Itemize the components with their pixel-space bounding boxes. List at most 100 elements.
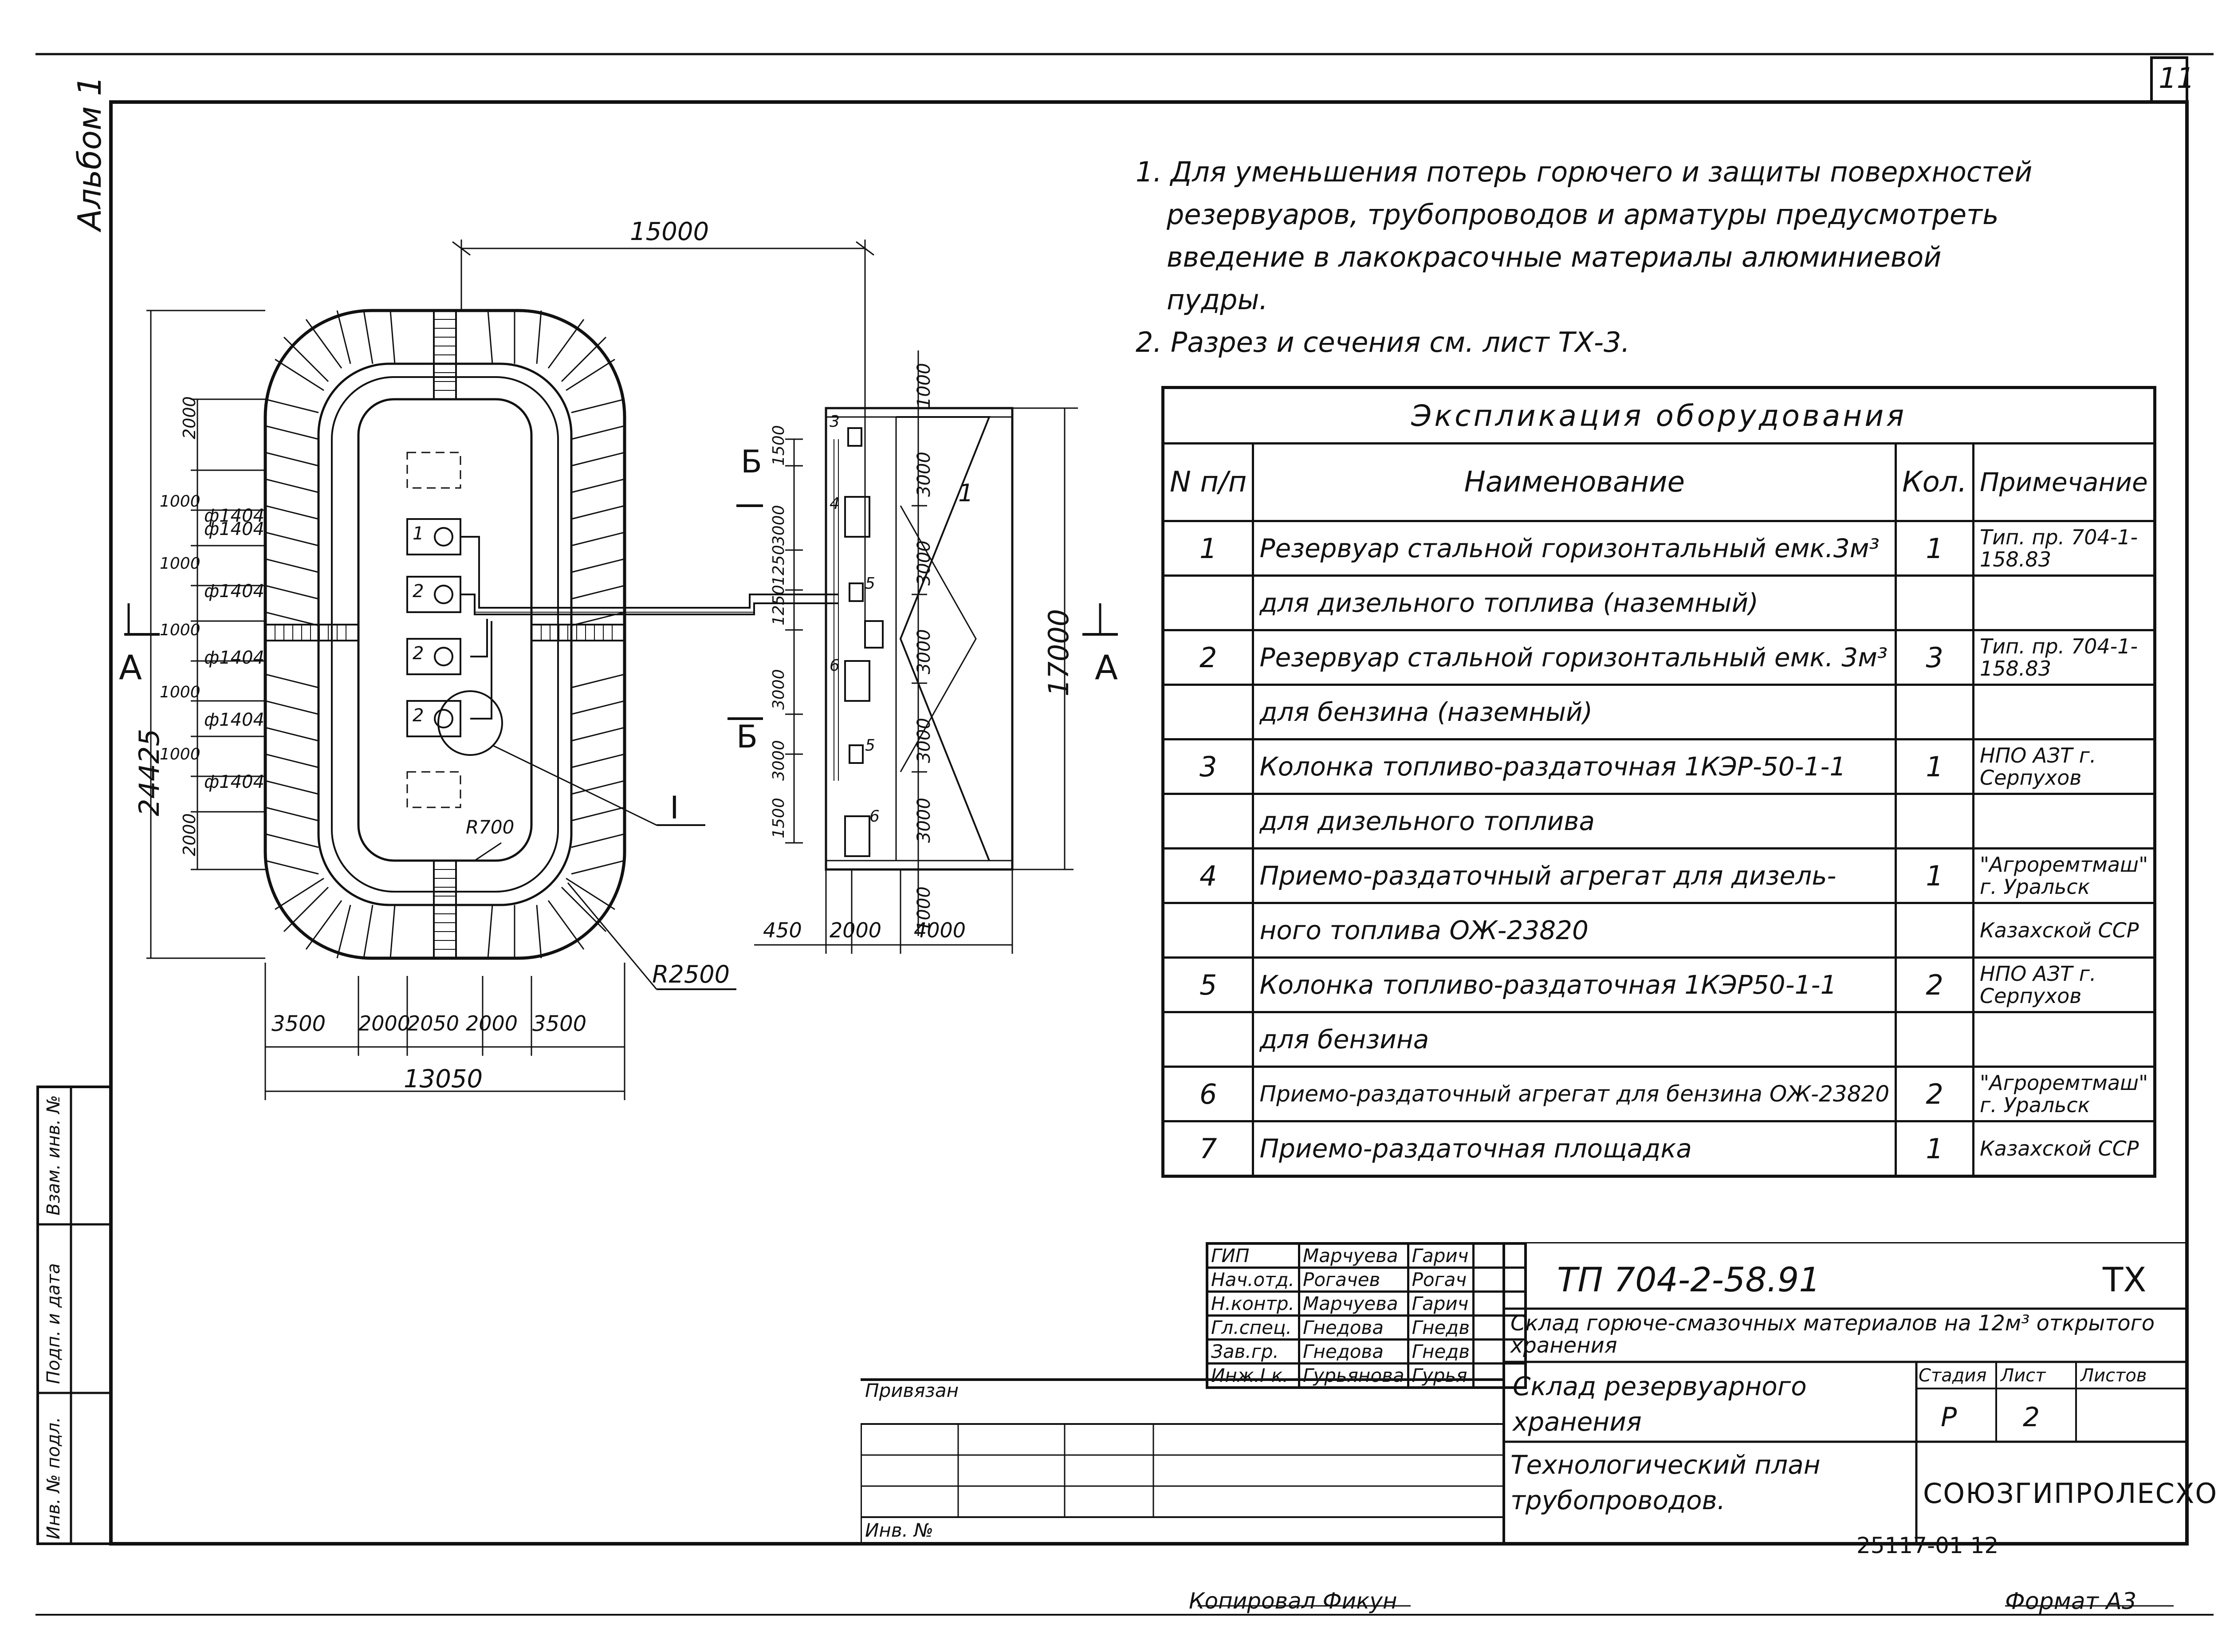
dim-2050: 2050 xyxy=(407,1011,460,1035)
signer-signature: Гарич xyxy=(1407,1290,1475,1317)
general-notes: 1. Для уменьшения потерь горючего и защи… xyxy=(1136,151,2178,364)
left-dim: 1000 xyxy=(160,492,201,511)
row-note: НПО АЗТ г. Серпухов xyxy=(1972,956,2156,1013)
section-a-right: А xyxy=(1095,648,1118,687)
row-qty: 3 xyxy=(1895,629,1974,686)
row-note: НПО АЗТ г. Серпухов xyxy=(1972,738,2156,795)
left-dim-platform: 3000 xyxy=(770,740,788,781)
left-dim-platform: 3000 xyxy=(770,669,788,710)
signer-name: Гнедова xyxy=(1298,1338,1409,1365)
copied-label: Копировал Фикун xyxy=(1189,1588,1397,1614)
side-stamp-label: Инв. № подл. xyxy=(43,1417,64,1539)
sheets-header: Листов xyxy=(2080,1365,2147,1386)
signer-role: Гл.спец. xyxy=(1206,1314,1300,1341)
left-dim-platform: 3000 xyxy=(770,505,788,546)
note-line: пудры. xyxy=(1167,283,1268,316)
row-num: 7 xyxy=(1161,1120,1255,1177)
row-name: Приемо-раздаточный агрегат для дизель- xyxy=(1252,847,1897,904)
tank-number: 2 xyxy=(413,581,424,602)
row-note: "Агроремтмаш" г. Уральск xyxy=(1972,1066,2156,1122)
slope-label: 1 xyxy=(958,479,974,507)
table-title: Экспликация оборудования xyxy=(1161,386,2156,444)
header-qty: Кол. xyxy=(1895,442,1974,522)
table-header-row: N п/п Наименование Кол. Примечание xyxy=(1161,442,2156,522)
signer-name: Рогачев xyxy=(1298,1267,1409,1293)
row-qty: 2 xyxy=(1895,956,1974,1013)
left-dim: 1000 xyxy=(160,555,201,573)
stage-value: Р xyxy=(1941,1402,1957,1433)
row-qty: 1 xyxy=(1895,738,1974,795)
table-row: для дизельного топлива (наземный) xyxy=(1161,574,2156,631)
copied-signature: Фикун xyxy=(1322,1588,1397,1614)
row-note xyxy=(1972,574,2156,631)
right-dim: 3000 xyxy=(914,540,934,586)
side-stamp-label: Взам. инв. № xyxy=(43,1095,64,1215)
radius-r700: R700 xyxy=(466,816,515,838)
radius-r2500: R2500 xyxy=(652,960,730,988)
row-note xyxy=(1972,1011,2156,1068)
row-name: ного топлива ОЖ-23820 xyxy=(1252,902,1897,959)
table-row: для бензина xyxy=(1161,1011,2156,1068)
left-dim-platform: 1500 xyxy=(770,798,788,838)
row-qty xyxy=(1895,1011,1974,1068)
row-name: для дизельного топлива (наземный) xyxy=(1252,574,1897,631)
organization: СОЮЗГИПРОЛЕСХОЗ xyxy=(1923,1477,2218,1510)
diameter-label: ф1404 xyxy=(204,710,264,730)
stage-header: Стадия xyxy=(1919,1365,1987,1386)
node-i-label: I xyxy=(670,790,679,826)
row-name: для дизельного топлива xyxy=(1252,793,1897,850)
equipment-explication-table: Экспликация оборудования N п/п Наименова… xyxy=(1161,386,2157,1178)
row-name: Резервуар стальной горизонтальный емк. 3… xyxy=(1252,629,1897,686)
privyazan-label: Привязан xyxy=(865,1380,959,1401)
tank-number: 2 xyxy=(413,705,424,726)
row-name: для бензина xyxy=(1252,1011,1897,1068)
tank-number: 2 xyxy=(413,643,424,664)
table-row: для дизельного топлива xyxy=(1161,793,2156,850)
header-note: Примечание xyxy=(1972,442,2156,522)
header-num: N п/п xyxy=(1161,442,1255,522)
left-dim-platform: 1250 xyxy=(770,545,788,586)
section-b-bottom: Б xyxy=(736,719,758,755)
left-dim-platform: 1500 xyxy=(770,425,788,466)
signer-signature: Гнедв xyxy=(1407,1338,1475,1365)
row-qty: 2 xyxy=(1895,1066,1974,1122)
sheet-number: 11 xyxy=(2159,62,2195,95)
sheet-header: Лист xyxy=(2001,1365,2046,1386)
signer-role: Н.контр. xyxy=(1206,1290,1300,1317)
signer-signature: Рогач xyxy=(1407,1267,1475,1293)
note-line: 1. Для уменьшения потерь горючего и защи… xyxy=(1136,156,2033,188)
note-line: резервуаров, трубопроводов и арматуры пр… xyxy=(1167,198,1999,231)
row-num: 2 xyxy=(1161,629,1255,686)
left-dim: 1000 xyxy=(160,621,201,639)
platform-item: 6 xyxy=(830,657,840,675)
signer-signature: Гурья xyxy=(1407,1362,1475,1389)
signer-signature: Гарич xyxy=(1407,1242,1475,1269)
dim-15000: 15000 xyxy=(630,217,709,246)
platform-item: 5 xyxy=(865,736,875,755)
signer-role: Инж.I к. xyxy=(1206,1362,1300,1389)
signer-role: Нач.отд. xyxy=(1206,1267,1300,1293)
platform-graphics xyxy=(754,350,1078,954)
platform-item: 5 xyxy=(865,574,875,593)
plan-dimensions xyxy=(124,240,1118,1100)
inv-no-label: Инв. № xyxy=(865,1519,934,1541)
dim-3500-right: 3500 xyxy=(532,1011,587,1036)
row-num: 6 xyxy=(1161,1066,1255,1122)
dim-17000: 17000 xyxy=(1042,609,1075,696)
row-qty: 1 xyxy=(1895,520,1974,577)
row-num xyxy=(1161,1011,1255,1068)
platform-item: 6 xyxy=(869,807,880,826)
diameter-label: ф1404 xyxy=(204,519,264,539)
right-dim: 3000 xyxy=(914,798,934,843)
platform-item: 3 xyxy=(830,413,840,431)
tank-number: 1 xyxy=(413,523,424,544)
right-dim: 1000 xyxy=(914,886,934,932)
